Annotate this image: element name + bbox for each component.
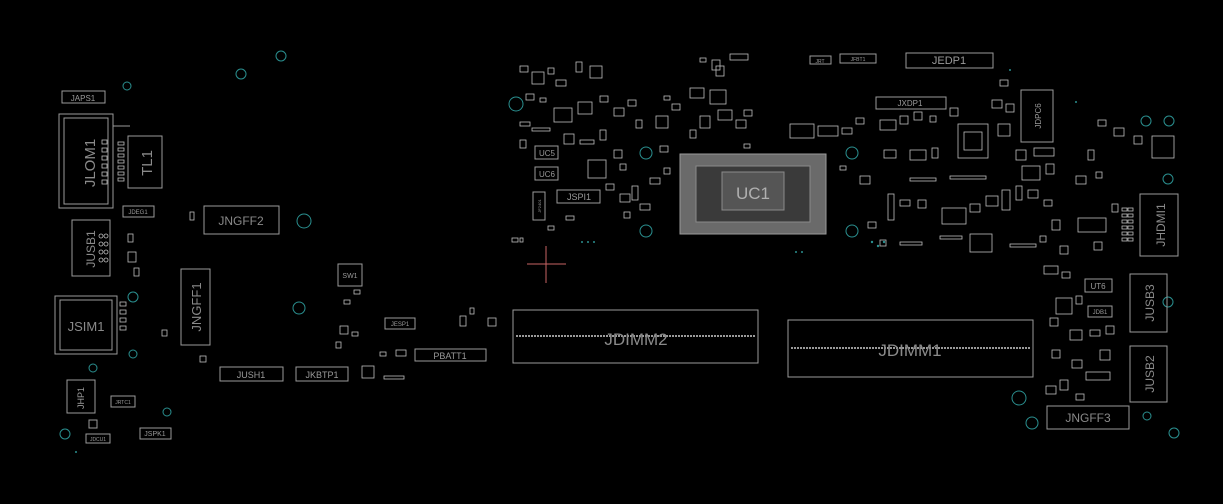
component-jusb2: JUSB2 [1129,345,1168,403]
component-jspk1: JSPK1 [139,427,172,440]
component-jdcu: JDCU1 [85,419,111,444]
label-jusb3: JUSB3 [1143,284,1157,322]
component-jush1: JUSH1 [219,366,284,382]
label-jdcu: JDCU1 [90,437,106,443]
component-jdimm1: JDIMM1 [787,319,1034,378]
component-jdeg1: JDEG1 [122,205,155,218]
component-uc1-cpu: UC1 [679,153,827,235]
component-tl1: TL1 [117,135,163,189]
label-jlom1: JLOM1 [82,139,99,187]
component-jedp1: JEDP1 [905,52,994,69]
label-jhp1: JHP1 [76,387,86,409]
component-jngff3: JNGFF3 [1046,405,1130,430]
label-jdpc6: JDPC6 [1034,103,1043,129]
label-uc1: UC1 [736,184,770,203]
component-uc5: UC5 [534,145,559,160]
label-jush1: JUSH1 [237,370,266,380]
component-jesp1: JESP1 [384,317,416,330]
component-jspi1: JSPI1 [556,189,601,204]
label-tl1: TL1 [139,150,156,176]
label-jxdp1: JXDP1 [898,99,923,108]
component-jxdp1: JXDP1 [875,96,947,110]
label-ut6: UT6 [1090,282,1106,291]
label-sw1: SW1 [342,273,357,280]
label-jspi1: JSPI1 [567,192,591,202]
component-jf2401: JF2401 [532,191,546,221]
label-jrt: JRT [815,59,824,65]
label-jdimm1: JDIMM1 [878,341,941,360]
component-jsim1: JSIM1 [54,295,127,355]
label-japs1: JAPS1 [71,94,96,103]
component-japs1: JAPS1 [61,90,106,104]
component-jrtc1: JRTC1 [110,395,136,408]
label-pbatt1: PBATT1 [433,351,466,361]
small-parts-center-top [511,53,753,243]
label-jusb1: JUSB1 [84,230,98,268]
label-jngff2: JNGFF2 [218,214,264,228]
component-jdb1: JDB1 [1087,305,1113,318]
crosshair-cursor [527,246,566,283]
component-jngff2: JNGFF2 [189,205,280,235]
small-parts-center-left [127,233,497,380]
small-parts-right [1043,119,1175,401]
component-pbatt1: PBATT1 [414,348,487,362]
label-jngff3: JNGFF3 [1065,411,1111,425]
label-jdeg1: JDEG1 [128,210,148,216]
component-jdimm2: JDIMM2 [512,309,759,364]
label-uc6: UC6 [539,170,556,179]
label-jedp1: JEDP1 [932,55,966,67]
label-jf2401: JF2401 [537,199,542,213]
component-jkbtp1: JKBTP1 [295,366,349,382]
label-jrtc1: JRTC1 [115,400,131,406]
label-jusb2: JUSB2 [1143,355,1157,393]
component-jdpc6: JDPC6 [1020,89,1054,143]
component-ut6: UT6 [1084,278,1113,293]
component-sw1: SW1 [337,263,363,287]
label-jdb1: JDB1 [1093,310,1108,316]
component-jfbt: JFBT1 [839,53,877,64]
mounting-holes [59,50,1180,440]
small-parts-right-top [789,79,1061,253]
component-jusb3: JUSB3 [1129,273,1168,333]
label-jhdmi1: JHDMI1 [1154,203,1168,247]
chip-ujt [587,159,607,179]
label-jsim1: JSIM1 [68,319,105,334]
label-jspk1: JSPK1 [144,431,166,438]
component-jhdmi1: JHDMI1 [1121,193,1179,257]
label-jdimm2: JDIMM2 [604,330,667,349]
component-uc6: UC6 [534,166,559,181]
via-dots [75,69,1077,453]
component-jhp1: JHP1 [66,379,96,414]
component-jngff1: JNGFF1 [161,268,211,346]
component-jrt: JRT [809,55,832,65]
component-jlom1: JLOM1 [58,113,130,209]
label-jesp1: JESP1 [391,322,410,328]
label-jngff1: JNGFF1 [189,282,204,331]
label-uc5: UC5 [539,149,556,158]
label-jfbt: JFBT1 [851,57,866,63]
label-jkbtp1: JKBTP1 [305,370,338,380]
component-jusb1: JUSB1 [71,219,111,277]
